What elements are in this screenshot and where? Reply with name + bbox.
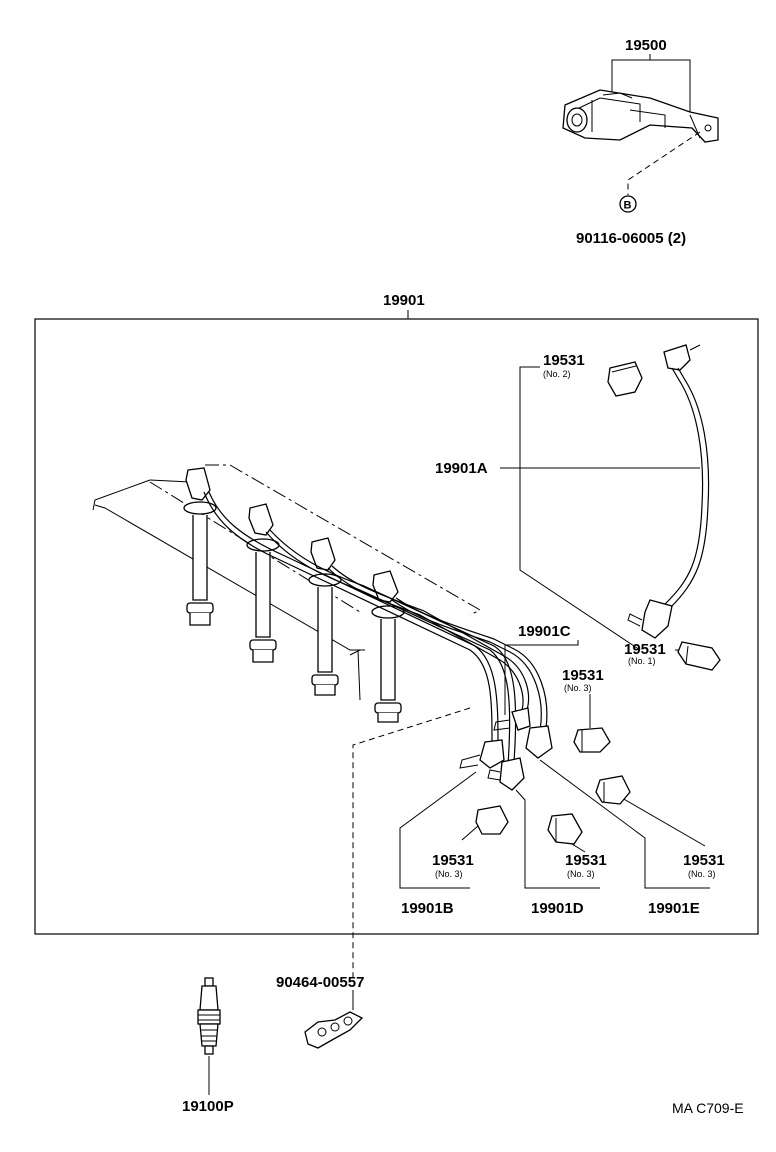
wire-boot-icon (308, 537, 342, 696)
cable-19901b: 19531 (No. 3) 19901B (399, 771, 509, 917)
label-19531-no3-e: 19531 (683, 852, 725, 869)
wire-kit-frame (34, 318, 759, 935)
sub-no1: (No. 1) (628, 656, 656, 666)
wire-boot-icon (677, 641, 721, 671)
label-19901e: 19901E (648, 900, 700, 917)
cord-clamp-icon (304, 1011, 364, 1049)
sub-no3-d: (No. 3) (567, 869, 595, 879)
label-90464-00557: 90464-00557 (276, 974, 364, 991)
sub-no3-b: (No. 3) (435, 869, 463, 879)
wire-boot-icon (183, 467, 217, 626)
cord-clamp: 90464-00557 (276, 974, 364, 1049)
plug-wire-towers (183, 467, 405, 723)
cable-19901e: 19531 (No. 3) 19901E (539, 759, 725, 917)
wire-boot-icon (607, 361, 643, 397)
label-19500: 19500 (625, 37, 667, 54)
clamp-leader (352, 707, 471, 980)
label-19901d: 19901D (531, 900, 584, 917)
figure-code: MA C709-E (672, 1100, 744, 1116)
sub-no2: (No. 2) (543, 369, 571, 379)
cable-19901c: 19901C 19531 (No. 3) (504, 623, 611, 753)
svg-text:B: B (624, 200, 632, 212)
ignition-coil-icon (562, 89, 719, 143)
label-19531-no3-b: 19531 (432, 852, 474, 869)
wire-boot-icon (547, 813, 583, 845)
label-19901b: 19901B (401, 900, 454, 917)
cable-19901a: 19531 (No. 2) 19901A 19531 (No. 1) (435, 344, 721, 671)
label-19901a: 19901A (435, 460, 488, 477)
wire-boot-icon (595, 775, 631, 805)
cylinder-head-outline (92, 464, 482, 701)
igniter-assembly: 19500 B 90116-06005 (2) (562, 37, 719, 247)
wire-boot-icon (246, 503, 280, 663)
label-19901c: 19901C (518, 623, 571, 640)
sub-no3-c: (No. 3) (564, 683, 592, 693)
spark-plug: 19100P (182, 977, 234, 1115)
label-90116-06005: 90116-06005 (2) (576, 230, 686, 247)
wire-boot-icon (461, 805, 509, 841)
label-19531-no2: 19531 (543, 352, 585, 369)
label-19531-no3-c: 19531 (562, 667, 604, 684)
label-19901: 19901 (383, 292, 425, 309)
bolt-b-icon: B (619, 195, 637, 213)
wire-boot-icon (371, 570, 405, 723)
label-19531-no1: 19531 (624, 641, 666, 658)
plug-wire-bundle (203, 491, 553, 791)
label-19531-no3-d: 19531 (565, 852, 607, 869)
label-19100p: 19100P (182, 1098, 234, 1115)
spark-plug-icon (197, 977, 221, 1055)
sub-no3-e: (No. 3) (688, 869, 716, 879)
wire-boot-icon (573, 727, 611, 753)
cable-19901d: 19531 (No. 3) 19901D (515, 789, 607, 917)
